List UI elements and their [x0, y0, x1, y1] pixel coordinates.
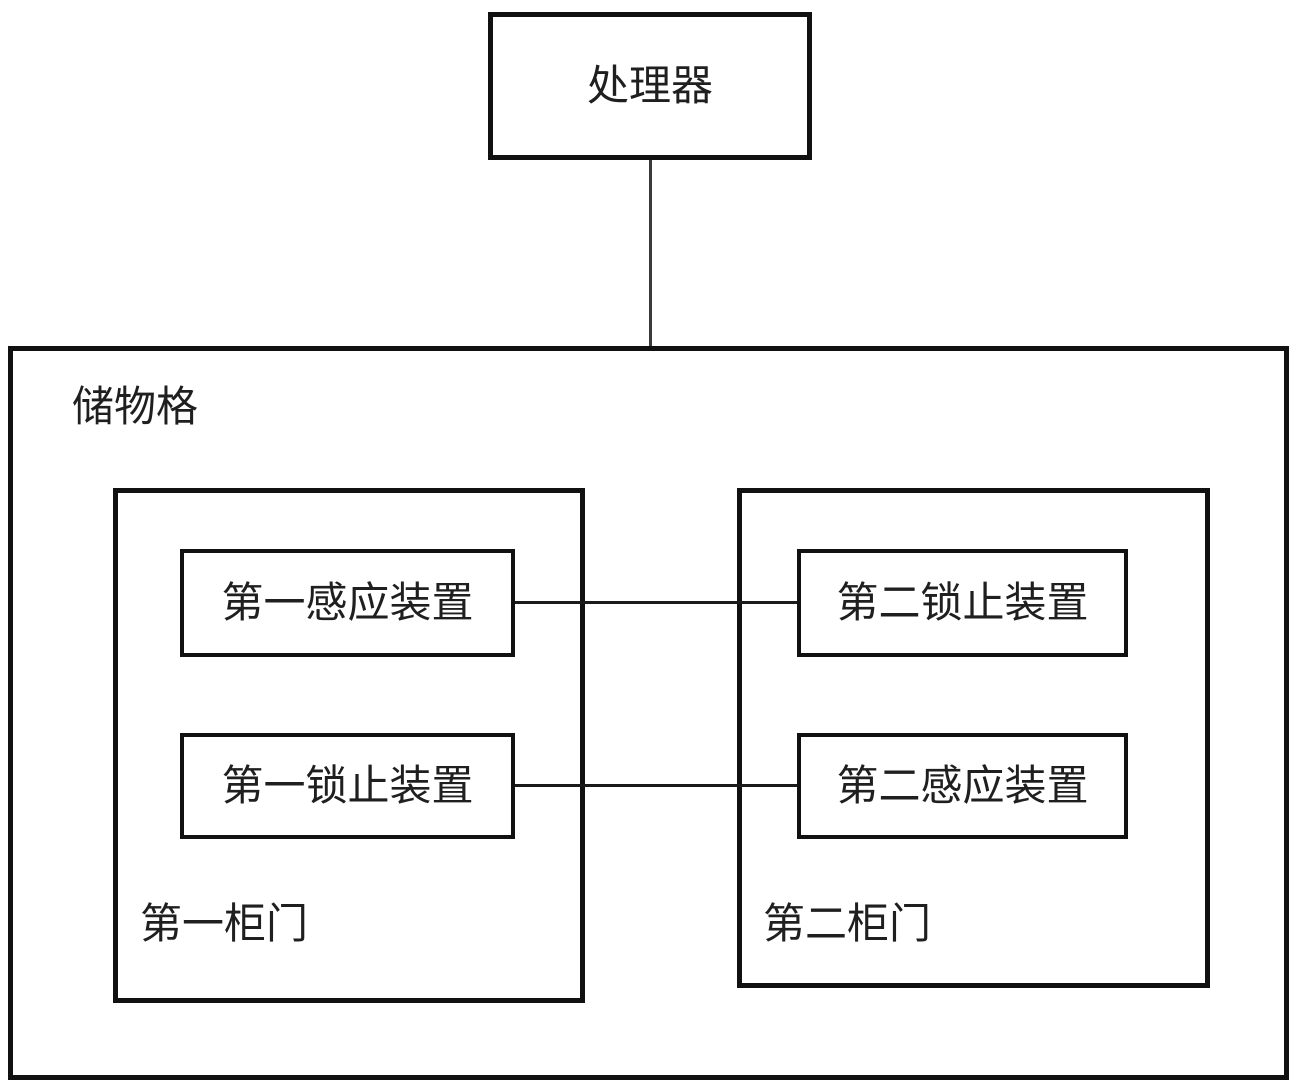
connector-lock1-sensor2: [515, 784, 797, 787]
door2-sensor-box: 第二感应装置: [797, 733, 1128, 839]
connector-processor-storage: [649, 160, 652, 346]
processor-box: 处理器: [488, 12, 812, 160]
door1-sensor-label: 第一感应装置: [221, 579, 474, 626]
processor-label: 处理器: [586, 62, 713, 109]
door1-label: 第一柜门: [140, 900, 309, 947]
door1-sensor-box: 第一感应装置: [180, 549, 515, 657]
storage-compartment-label: 储物格: [72, 383, 199, 430]
door2-label: 第二柜门: [763, 900, 932, 947]
door1-lock-box: 第一锁止装置: [180, 733, 515, 839]
connector-sensor1-lock2: [515, 601, 797, 604]
door2-lock-label: 第二锁止装置: [836, 579, 1089, 626]
door2-lock-box: 第二锁止装置: [797, 549, 1128, 657]
door1-lock-label: 第一锁止装置: [221, 762, 474, 809]
door2-sensor-label: 第二感应装置: [836, 762, 1089, 809]
